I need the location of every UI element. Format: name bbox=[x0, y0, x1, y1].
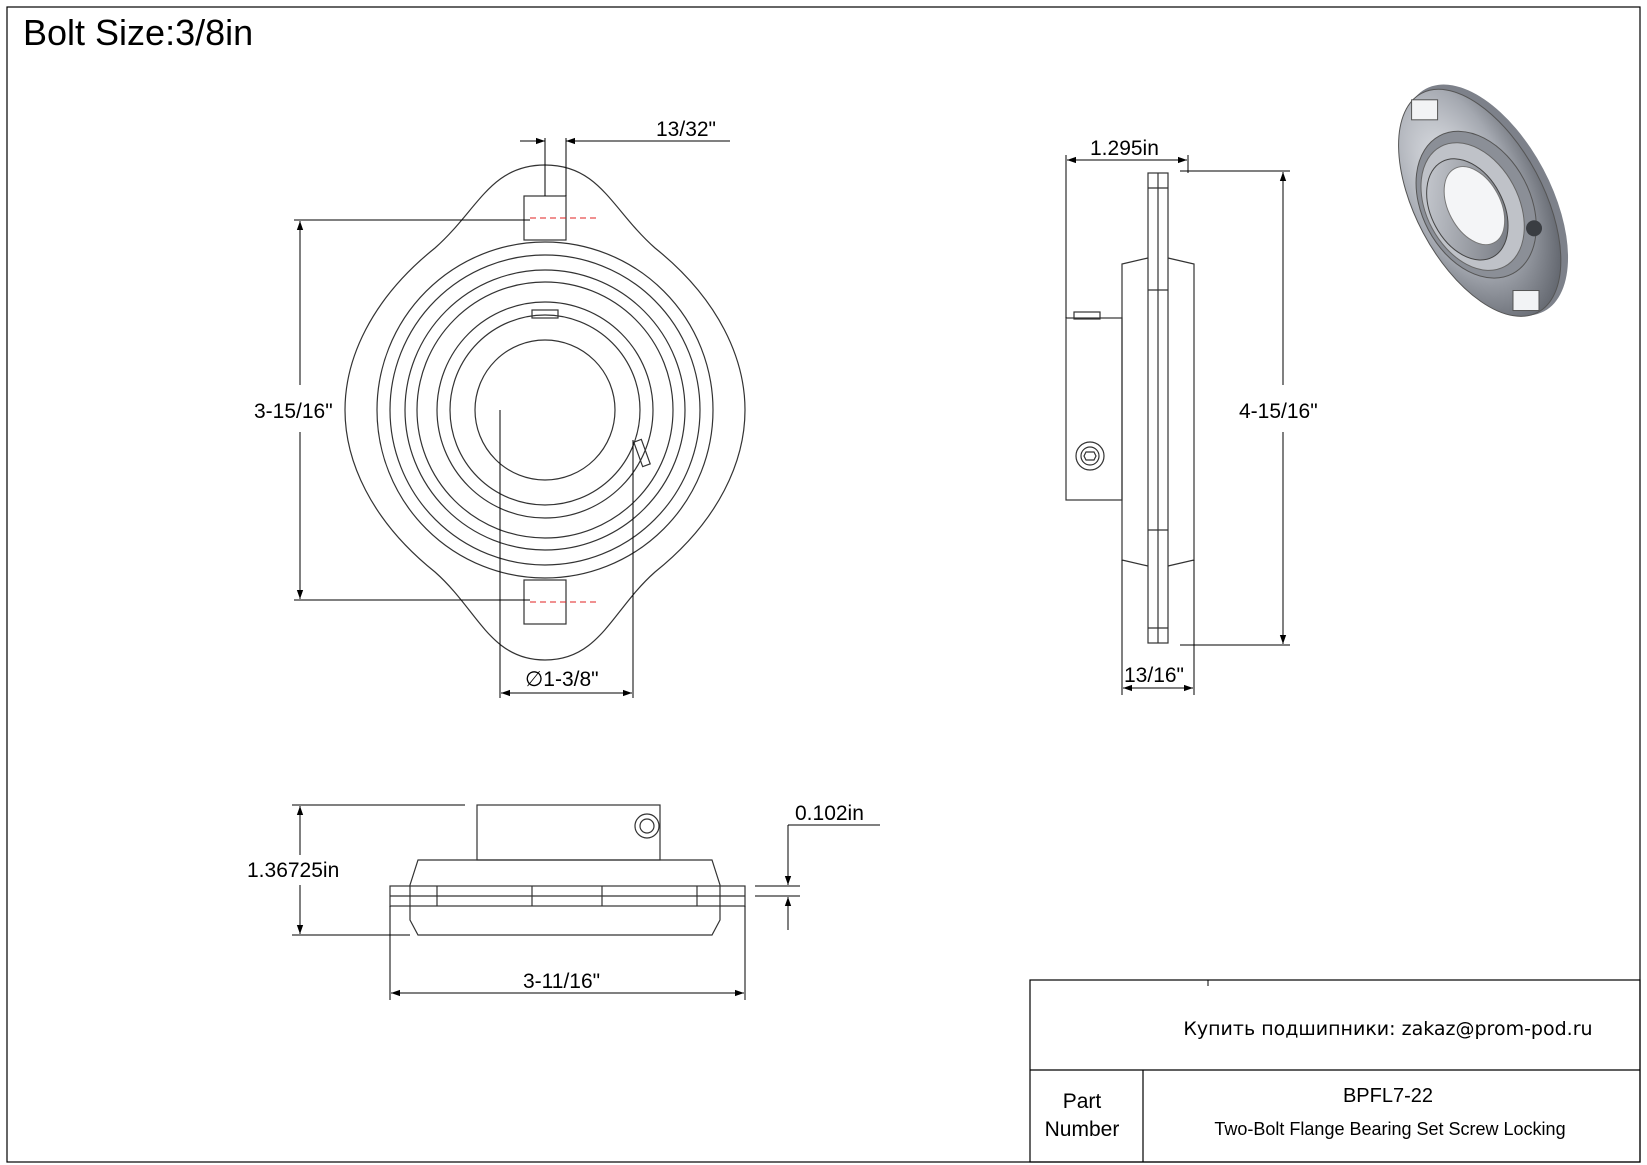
housing-profile-right bbox=[1167, 257, 1195, 567]
dim-bore-diameter: ∅1-3/8" bbox=[525, 668, 599, 691]
bearing-3d-render bbox=[1398, 84, 1569, 317]
dim-overall-height: 4-15/16" bbox=[1239, 400, 1318, 423]
bottom-view: 1.36725in 0.102in 3-11/16" bbox=[247, 802, 880, 1000]
housing-ring-2 bbox=[389, 254, 701, 566]
inner-ring bbox=[449, 314, 641, 506]
dim-flange-thickness: 13/16" bbox=[1124, 664, 1184, 687]
inner-ring-outer bbox=[436, 301, 654, 519]
set-screw-head bbox=[1075, 441, 1105, 471]
part-label-line2: Number bbox=[1045, 1118, 1120, 1141]
front-view: 13/32" 3-15/16" ∅1-3/8" bbox=[254, 118, 746, 698]
set-screw-top-side bbox=[1073, 311, 1101, 320]
part-description: Two-Bolt Flange Bearing Set Screw Lockin… bbox=[1214, 1119, 1565, 1139]
bolt-size-title: Bolt Size:3/8in bbox=[23, 12, 253, 53]
bore-circle bbox=[474, 339, 616, 481]
set-screw-side bbox=[633, 438, 651, 468]
dim-bolt-spacing: 3-15/16" bbox=[254, 400, 333, 423]
inner-ring-extension bbox=[1065, 317, 1123, 501]
housing-ring-4 bbox=[416, 281, 674, 539]
contact-line: Купить подшипники: zakaz@prom-pod.ru bbox=[1183, 1018, 1592, 1040]
side-view: 1.295in 4-15/16" 13/16" bbox=[1065, 137, 1318, 695]
housing-ring-outer bbox=[376, 241, 714, 579]
dim-bolt-hole-width: 13/32" bbox=[656, 118, 716, 141]
housing-profile bbox=[1121, 257, 1149, 567]
part-number: BPFL7-22 bbox=[1343, 1085, 1433, 1107]
dim-side-depth: 1.295in bbox=[1090, 137, 1159, 160]
part-label-line1: Part bbox=[1063, 1090, 1102, 1113]
set-screw-head-bottom bbox=[634, 813, 660, 839]
housing-ring-3 bbox=[404, 269, 686, 551]
dim-bottom-height: 1.36725in bbox=[247, 859, 339, 882]
sheet-border bbox=[6, 6, 1641, 1163]
title-block: Купить подшипники: zakaz@prom-pod.ru Par… bbox=[1029, 979, 1641, 1163]
inner-ring-body bbox=[476, 804, 661, 861]
set-screw-top bbox=[531, 309, 559, 319]
dim-plate-thickness: 0.102in bbox=[795, 802, 864, 825]
dim-overall-width: 3-11/16" bbox=[523, 970, 600, 993]
flange-outline bbox=[344, 164, 746, 661]
housing-body bbox=[409, 859, 721, 936]
